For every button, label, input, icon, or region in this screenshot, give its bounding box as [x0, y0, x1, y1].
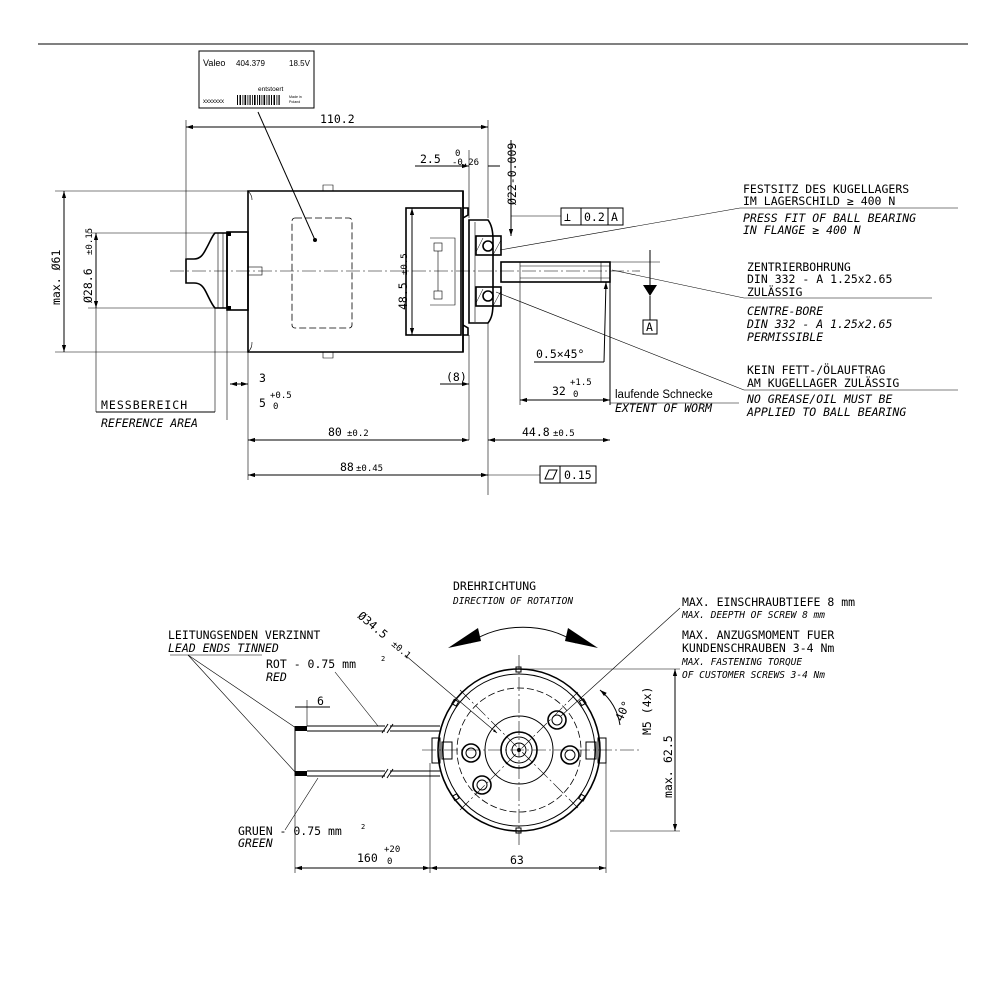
- red-de: ROT - 0.75 mm: [266, 657, 356, 671]
- dim-max: max.: [661, 770, 675, 798]
- grease-de-1: KEIN FETT-/ÖLAUFTRAG: [747, 361, 886, 377]
- screw-depth-de: MAX. EINSCHRAUBTIEFE 8 mm: [682, 595, 855, 609]
- notes-press-fit: FESTSITZ DES KUGELLAGERS IM LAGERSCHILD …: [499, 182, 958, 251]
- dim-63: 63: [510, 853, 524, 867]
- screw-depth-en: MAX. DEEPTH OF SCREW 8 mm: [681, 610, 825, 621]
- dim-chamfer: 0.5×45°: [536, 347, 584, 361]
- leads-de: LEITUNGSENDEN VERZINNT: [168, 628, 320, 642]
- product-label: Valeo 404.379 18.5V entstoert xxxxxxx Ma…: [198, 50, 315, 109]
- green-de: GRUEN - 0.75 mm: [238, 824, 342, 838]
- label-leader: [257, 111, 316, 241]
- label-part-number: 404.379: [236, 59, 265, 68]
- dim-bearing-dia: Ø22-0.009: [505, 143, 519, 205]
- dim-32-tol-lower: 0: [573, 390, 578, 400]
- dim-80: 80: [328, 425, 342, 439]
- dim-housing-height: 48.5: [396, 282, 410, 310]
- dim-32-tol-upper: +1.5: [570, 378, 592, 388]
- datum-a-label: A: [646, 320, 653, 334]
- centre-en-3: PERMISSIBLE: [747, 330, 823, 344]
- dim-44-8: 44.8: [522, 425, 550, 439]
- dim-hub-dia: Ø28.6: [81, 268, 95, 303]
- reference-area: REFERENCE AREA: [101, 416, 198, 430]
- label-made-in-2: Poland: [289, 100, 300, 104]
- green-sup: 2: [361, 823, 365, 831]
- motor-side-view: 110.2 2.5 0 -0.26 Ø22-0.009 ⊥ 0.2 A max.…: [49, 112, 739, 495]
- messbereich: MESSBEREICH: [101, 398, 188, 412]
- barcode-graphic: [237, 95, 280, 105]
- dim-housing-height-tol: ±0.5: [400, 253, 410, 275]
- rotation-de: DREHRICHTUNG: [453, 579, 536, 593]
- press-fit-en-2: IN FLANGE ≥ 400 N: [743, 223, 861, 237]
- rotation-en: DIRECTION OF ROTATION: [452, 596, 573, 607]
- torque-en-1: MAX. FASTENING TORQUE: [681, 657, 802, 668]
- torque-en-2: OF CUSTOMER SCREWS 3-4 Nm: [682, 670, 825, 681]
- bearing-hatch: [475, 235, 502, 307]
- leads-en: LEAD ENDS TINNED: [168, 641, 279, 655]
- dim-flange-offset-tol-upper: 0: [455, 149, 460, 159]
- dim-32: 32: [552, 384, 566, 398]
- centre-de-1: ZENTRIERBOHRUNG: [747, 260, 851, 274]
- dim-m5: M5 (4x): [640, 687, 654, 735]
- torque-de-1: MAX. ANZUGSMOMENT FUER: [682, 628, 834, 642]
- dim-overall-length: 110.2: [320, 112, 355, 126]
- dim-160: 160: [357, 851, 378, 865]
- grease-en-1: NO GREASE/OIL MUST BE: [746, 392, 892, 406]
- grease-en-2: APPLIED TO BALL BEARING: [746, 405, 906, 419]
- laufende-schnecke: laufende Schnecke: [615, 389, 713, 401]
- dim-80-tol: ±0.2: [347, 429, 369, 439]
- label-entstoert: entstoert: [258, 86, 283, 93]
- notes-centre-bore: ZENTRIERBOHRUNG DIN 332 - A 1.25x2.65 ZU…: [611, 260, 932, 344]
- label-serial: xxxxxxx: [203, 99, 224, 105]
- centre-de-3: ZULÄSSIG: [747, 284, 802, 299]
- dim-44-8-tol: ±0.5: [553, 429, 575, 439]
- dim-62-5: 62.5: [661, 735, 675, 763]
- label-code: 18.5V: [289, 59, 311, 68]
- dim-5: 5: [259, 396, 266, 410]
- extent-of-worm: EXTENT OF WORM: [615, 401, 713, 415]
- dim-flange-offset: 2.5: [420, 152, 441, 166]
- perpendicularity-frame: ⊥ 0.2 A: [560, 207, 624, 226]
- torque-de-2: KUNDENSCHRAUBEN 3-4 Nm: [682, 641, 834, 655]
- dim-max-dia: max. Ø61: [49, 250, 63, 305]
- dim-5-tol-lower: 0: [273, 402, 278, 412]
- centre-en-1: CENTRE-BORE: [747, 304, 823, 318]
- dim-6: 6: [317, 694, 324, 708]
- notes-grease: KEIN FETT-/ÖLAUFTRAG AM KUGELLAGER ZULÄS…: [495, 291, 958, 419]
- dim-88-tol: ±0.45: [356, 464, 383, 474]
- motor-front-view: DREHRICHTUNG DIRECTION OF ROTATION: [168, 579, 855, 873]
- tol-datum-1: A: [611, 210, 618, 224]
- flatness-value: 0.15: [564, 468, 592, 482]
- dim-3: 3: [259, 371, 266, 385]
- press-fit-de-1: FESTSITZ DES KUGELLAGERS: [743, 182, 909, 196]
- grease-de-2: AM KUGELLAGER ZULÄSSIG: [747, 375, 899, 390]
- press-fit-en-1: PRESS FIT OF BALL BEARING: [743, 211, 916, 225]
- press-fit-de-2: IM LAGERSCHILD ≥ 400 N: [743, 194, 895, 208]
- dim-8: (8): [446, 370, 467, 384]
- dim-flange-offset-tol: -0.26: [452, 158, 479, 168]
- dim-dia-34-5: Ø34.5: [355, 609, 391, 642]
- flatness-frame: 0.15: [539, 465, 597, 484]
- label-brand: Valeo: [203, 58, 225, 68]
- dim-hub-dia-tol: ±0.15: [85, 228, 95, 255]
- dim-40: 40°: [612, 699, 633, 724]
- label-made-in-1: Made in: [289, 95, 302, 99]
- green-en: GREEN: [238, 836, 273, 850]
- red-sup: 2: [381, 655, 385, 663]
- dim-160-tol-upper: +20: [384, 845, 400, 855]
- dim-160-tol-lower: 0: [387, 857, 392, 867]
- dim-88: 88: [340, 460, 354, 474]
- red-en: RED: [266, 670, 287, 684]
- tol-symbol-1: ⊥: [564, 210, 571, 224]
- dim-5-tol-upper: +0.5: [270, 391, 292, 401]
- centre-en-2: DIN 332 - A 1.25x2.65: [746, 317, 892, 331]
- centre-de-2: DIN 332 - A 1.25x2.65: [747, 272, 892, 286]
- tol-value-1: 0.2: [584, 210, 605, 224]
